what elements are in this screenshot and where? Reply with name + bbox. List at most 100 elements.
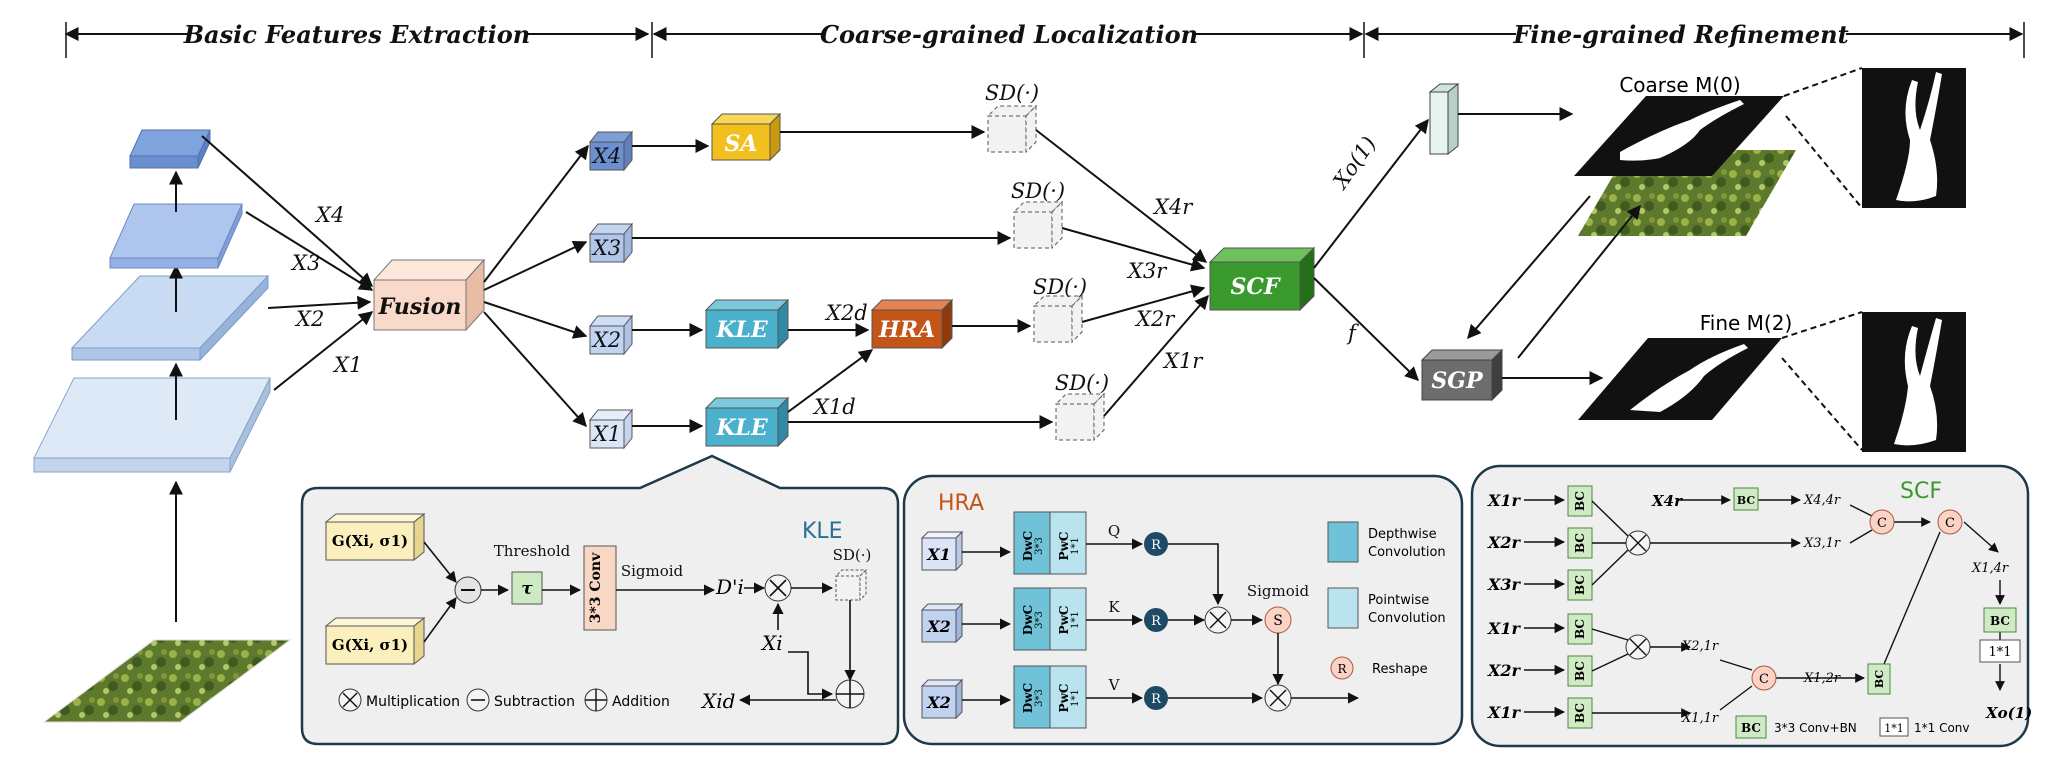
scf-bc-mid-label: BC [1873, 670, 1886, 689]
legend-subtract: Subtraction [494, 694, 575, 710]
scf-x14: X1,4r [1971, 561, 2009, 576]
hra-s: S [1273, 613, 1283, 629]
hra-dwc-v: DwC [1021, 683, 1035, 713]
legend-multiply: Multiplication [366, 694, 460, 710]
cube-x3-label: X3 [591, 236, 621, 260]
scf-links [1591, 495, 2005, 718]
hra-k11-q: 1*1 [1070, 537, 1081, 555]
scf-legend-11-label: 1*1 [1884, 722, 1904, 735]
hra-label: HRA [878, 317, 935, 343]
prediction-slab [1428, 82, 1574, 156]
sd-to-scf [1035, 129, 1209, 417]
hra-reshape-v [1144, 686, 1168, 710]
hra-legend-dw1: Depthwise [1368, 527, 1437, 542]
hra-legend-dw-swatch [1327, 521, 1359, 563]
scf-bc-final-label: BC [1990, 614, 2010, 628]
kle-xid: Xid [700, 689, 735, 713]
hra-reshape-k [1144, 608, 1168, 632]
hra-dwc-k: DwC [1021, 605, 1035, 635]
backbone-pyramid [33, 129, 292, 723]
input-image [42, 639, 292, 723]
hra-r-v: R [1151, 692, 1162, 707]
hra-row-v: X2 DwC 3*3 PwC 1*1 V R [920, 665, 1264, 729]
hra-legend-dw2: Convolution [1368, 545, 1446, 560]
hra-k11-v: 1*1 [1070, 689, 1081, 707]
hra-in2: X2 [926, 617, 951, 636]
kle-sigmoid-label: Sigmoid [621, 562, 684, 580]
kle-block-bottom: KLE [632, 349, 1054, 448]
cube-x2-label: X2 [591, 328, 621, 352]
label-x2: X2 [294, 307, 324, 331]
hra-block: HRA [870, 298, 1032, 350]
kle-g2-label: G(Xi, σ1) [332, 636, 408, 654]
sd-label-1: SD(·) [985, 81, 1039, 105]
scf-concat-2 [1751, 665, 1777, 691]
sa-label: SA [725, 131, 758, 157]
kle-conv-label: 3*3 Conv [588, 552, 604, 623]
kle-panel: KLE G(Xi, σ1) G(Xi, σ1) Threshold τ 3*3 … [300, 454, 900, 746]
scf-legend-bc [1735, 715, 1767, 739]
kle-di: D'i [715, 575, 744, 599]
hra-in1: X1 [926, 545, 951, 564]
hra-legend-pw1: Pointwise [1368, 593, 1429, 608]
sd-label-3: SD(·) [1033, 275, 1087, 299]
scf-conv11-box [1979, 639, 2021, 663]
scf-bc-x4-label: BC [1737, 494, 1756, 507]
hra-k11-k: 1*1 [1070, 611, 1081, 629]
label-x3r: X3r [1126, 259, 1168, 283]
fusion-label: Fusion [378, 294, 462, 320]
label-x1: X1 [332, 353, 362, 377]
sd-cube-4 [1054, 392, 1106, 442]
scf-input-arrows [1524, 494, 1566, 718]
coarse-label: Coarse M(0) [1619, 73, 1740, 97]
scf-panel: SCF X1r X2r X3r X1r X2r X1r BC BC BC [1470, 464, 2032, 748]
fine-label: Fine M(2) [1700, 311, 1793, 335]
kle-sd-label: SD(·) [833, 546, 872, 564]
scf-bc-4: BC [1573, 619, 1587, 639]
scf-c-3: C [1945, 516, 1955, 531]
scf-bc-1: BC [1573, 491, 1587, 511]
fusion-outputs [483, 144, 589, 428]
coarse-mask: Coarse M(0) [1574, 67, 1966, 236]
hra-legend-pw-swatch [1327, 587, 1359, 629]
backbone-to-fusion [201, 135, 374, 391]
sd-cube-1 [986, 104, 1038, 154]
hra-reshape-q [1144, 532, 1168, 556]
hra-r-q: R [1151, 538, 1162, 553]
hra-k33-q: 3*3 [1034, 537, 1045, 555]
kle-block-top: KLE [632, 298, 870, 350]
scf-label: SCF [1230, 274, 1280, 300]
label-x3: X3 [290, 251, 320, 275]
sgp-block: SGP [1420, 348, 1604, 402]
hra-in3: X2 [926, 693, 951, 712]
kle-panel-title: KLE [802, 519, 843, 544]
hra-row-q: X1 DwC 3*3 PwC 1*1 Q R [920, 511, 1224, 606]
scf-x12: X1,2r [1803, 671, 1841, 686]
header-basic: Basic Features Extraction [183, 20, 530, 49]
hra-dwc-q: DwC [1021, 531, 1035, 561]
hra-legend-reshape: Reshape [1372, 662, 1428, 677]
scf-x44: X4,4r [1803, 493, 1841, 508]
scf-in-x2r-b: X2r [1487, 661, 1522, 680]
hra-legend-pw2: Convolution [1368, 611, 1446, 626]
legend-add: Addition [612, 694, 670, 710]
scf-xo: Xo(1) [1985, 704, 2032, 722]
sd-label-4: SD(·) [1055, 371, 1109, 395]
feedback-arrows [1467, 195, 1641, 359]
backbone-level-4 [129, 129, 211, 157]
kle-xi: Xi [760, 631, 783, 655]
hra-panel: HRA X1 DwC 3*3 PwC 1*1 Q R X2 [902, 474, 1464, 746]
sd-cubes [986, 104, 1106, 442]
scf-in-x3r: X3r [1487, 575, 1522, 594]
header-fine: Fine-grained Refinement [1512, 20, 1848, 49]
kle-g1-label: G(Xi, σ1) [332, 532, 408, 550]
scf-in-x1r-a: X1r [1487, 491, 1522, 510]
scf-outputs [1313, 118, 1429, 381]
kle-sd-cube [834, 568, 868, 602]
fine-mask: Fine M(2) [1578, 311, 1966, 452]
kle-gaussian-1: G(Xi, σ1) [324, 512, 426, 562]
label-x4r: X4r [1152, 195, 1194, 219]
scf-bc-6: BC [1573, 703, 1587, 723]
hra-v: V [1108, 676, 1121, 694]
